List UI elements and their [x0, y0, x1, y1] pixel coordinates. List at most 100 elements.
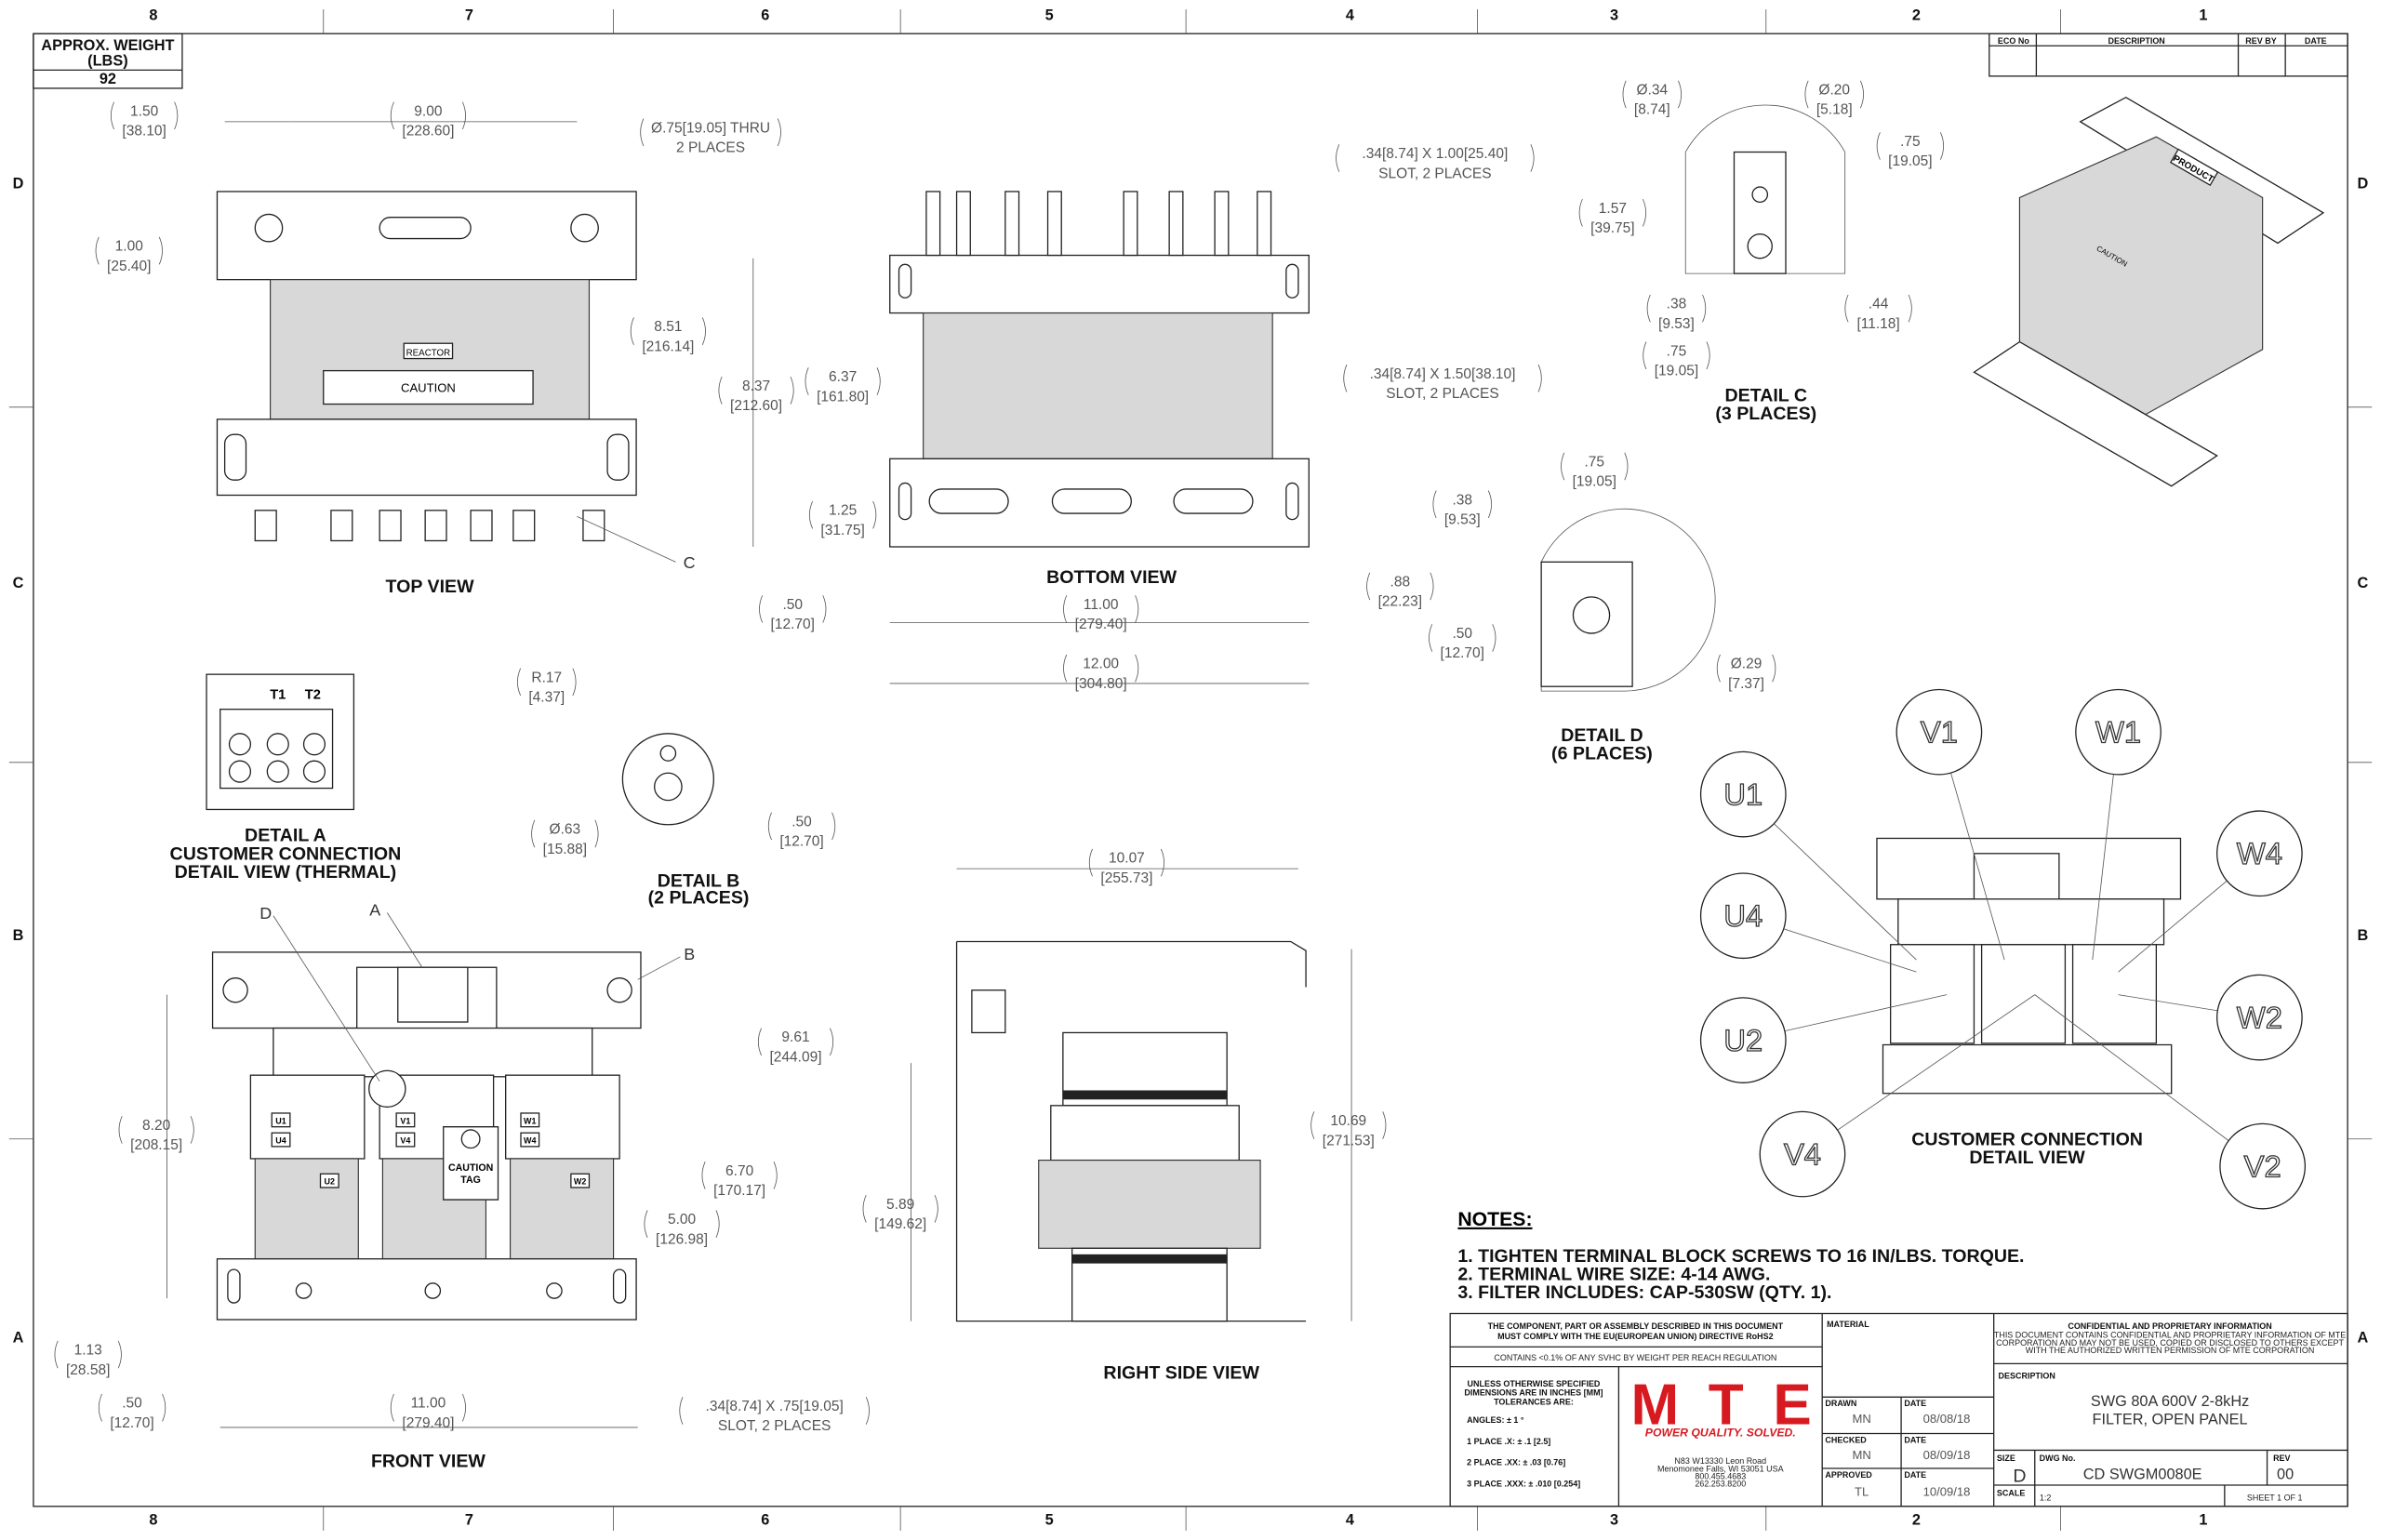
border-row-label: B: [13, 927, 24, 944]
dimension-secondary: [11.18]: [1856, 316, 1899, 332]
rohs-line1: THE COMPONENT, PART OR ASSEMBLY DESCRIBE…: [1488, 1321, 1784, 1331]
reactor-label: REACTOR: [406, 348, 451, 358]
terminal-bubble-label: W4: [2237, 836, 2282, 870]
dimension-secondary: [22.23]: [1378, 594, 1422, 610]
dimension-secondary: [161.80]: [817, 389, 869, 405]
border-column-label: 7: [465, 7, 473, 23]
terminal-label: U4: [275, 1136, 286, 1146]
terminal-bubble-label: U2: [1723, 1023, 1762, 1057]
border-row-label: C: [13, 575, 24, 591]
weight-value: 92: [100, 71, 116, 87]
dimension-secondary: [7.37]: [1728, 676, 1764, 692]
detail-a-t2: T2: [305, 687, 321, 702]
dimension-secondary: [4.37]: [528, 690, 565, 706]
note-3: 3. FILTER INCLUDES: CAP-530SW (QTY. 1).: [1457, 1282, 1831, 1303]
approved-label: APPROVED: [1825, 1470, 1872, 1480]
terminal-bubble: [2219, 1122, 2307, 1210]
dimension-value: .38: [1452, 492, 1472, 508]
dimension-secondary: 2 PLACES: [676, 140, 745, 156]
callout-b: B: [684, 945, 695, 963]
material-label: MATERIAL: [1827, 1320, 1869, 1329]
drawing-frame: [33, 33, 2348, 1507]
terminal-bubble: [2075, 688, 2162, 776]
detail-a: T1 T2 DETAIL A CUSTOMER CONNECTION DETAI…: [170, 673, 401, 883]
dimension-value: .50: [791, 814, 812, 830]
rev-header-revby: REV BY: [2245, 36, 2276, 46]
terminal-bubble-label: V4: [1784, 1136, 1821, 1171]
tolerance-line1: UNLESS OTHERWISE SPECIFIED: [1468, 1379, 1601, 1388]
dimension-value: 8.37: [742, 378, 770, 394]
drawn-date: 08/08/18: [1923, 1412, 1971, 1426]
tolerance-line3: TOLERANCES ARE:: [1494, 1397, 1574, 1406]
approved-date: 10/09/18: [1923, 1484, 1971, 1498]
bottom-view: BOTTOM VIEW: [889, 191, 1310, 588]
dimension-secondary: [12.70]: [110, 1415, 153, 1431]
detail-c-subtitle: (3 PLACES): [1715, 404, 1816, 424]
tolerance-3place: 3 PLACE .XXX: ± .010 [0.254]: [1467, 1480, 1580, 1489]
confidential-title: CONFIDENTIAL AND PROPRIETARY INFORMATION: [2068, 1321, 2271, 1331]
drawn-date-label: DATE: [1904, 1399, 1926, 1408]
caution-tag-line1: CAUTION: [448, 1162, 493, 1174]
dimension-secondary: [12.70]: [1441, 645, 1484, 661]
rev-header-date: DATE: [2305, 36, 2327, 46]
weight-box: APPROX. WEIGHT (LBS) 92: [33, 33, 183, 89]
dimension-secondary: [9.53]: [1444, 512, 1481, 528]
terminal-bubble-label: W1: [2095, 715, 2141, 750]
terminal-label: U2: [325, 1177, 335, 1187]
dimension-secondary: [38.10]: [122, 124, 166, 139]
confidential-line1: THIS DOCUMENT CONTAINS CONFIDENTIAL AND …: [1994, 1331, 2346, 1340]
border-row-label: C: [2358, 575, 2369, 591]
rev-header-eco: ECO No: [1998, 36, 2029, 46]
description-line2: FILTER, OPEN PANEL: [2093, 1412, 2248, 1428]
dimension-value: Ø.34: [1637, 82, 1669, 98]
detail-b-title: DETAIL B: [658, 871, 739, 892]
detail-d-subtitle: (6 PLACES): [1551, 744, 1653, 764]
sheet-number: SHEET 1 OF 1: [2247, 1493, 2303, 1502]
dimension-value: 6.70: [725, 1163, 754, 1179]
dimension-value: 9.61: [781, 1029, 809, 1045]
dimension-value: 1.13: [74, 1343, 102, 1359]
revision-table: ECO No DESCRIPTION REV BY DATE: [1989, 33, 2348, 77]
dimension-value: 9.00: [414, 103, 443, 119]
dimension-secondary: [28.58]: [66, 1362, 110, 1378]
dimension-secondary: [5.18]: [1816, 102, 1853, 118]
terminal-label: W4: [524, 1136, 536, 1146]
dimension-secondary: [126.98]: [656, 1231, 708, 1247]
dimension-secondary: [25.40]: [107, 259, 151, 274]
dimension-value: .75: [1900, 134, 1921, 150]
tolerance-2place: 2 PLACE .XX: ± .03 [0.76]: [1467, 1458, 1565, 1467]
border-column-label: 7: [465, 1511, 473, 1528]
size-label: SIZE: [1997, 1454, 2015, 1463]
border-column-label: 8: [149, 7, 157, 23]
note-2: 2. TERMINAL WIRE SIZE: 4-14 AWG.: [1457, 1265, 1770, 1285]
dimension-value: .75: [1667, 343, 1687, 359]
dimension-value: 1.25: [829, 503, 857, 519]
dimension-value: 8.20: [142, 1118, 171, 1134]
dimension-secondary: [279.40]: [402, 1415, 454, 1431]
dimension-secondary: [19.05]: [1888, 153, 1932, 169]
terminal-bubble: [1895, 688, 1983, 776]
right-side-view-title: RIGHT SIDE VIEW: [1103, 1363, 1259, 1384]
terminal-label: W1: [524, 1116, 536, 1125]
terminal-bubble: [1759, 1110, 1846, 1198]
dimension-secondary: [212.60]: [730, 398, 782, 414]
front-view-title: FRONT VIEW: [371, 1451, 486, 1471]
note-1: 1. TIGHTEN TERMINAL BLOCK SCREWS TO 16 I…: [1457, 1246, 2024, 1267]
dimension-value: .38: [1667, 297, 1687, 312]
dimension-secondary: [39.75]: [1590, 220, 1634, 236]
terminal-label: V1: [400, 1116, 410, 1125]
dimension-secondary: [15.88]: [543, 842, 587, 857]
dimension-secondary: [279.40]: [1075, 617, 1127, 632]
border-column-label: 1: [2199, 1511, 2207, 1528]
checked-date: 08/09/18: [1923, 1448, 1971, 1462]
border-column-label: 2: [1912, 7, 1921, 23]
rev-label: REV: [2273, 1454, 2290, 1463]
dimension-value: .75: [1585, 454, 1605, 470]
dimension-secondary: SLOT, 2 PLACES: [1386, 386, 1498, 402]
border-row-label: D: [2358, 176, 2369, 192]
callout-a: A: [369, 901, 380, 920]
border-column-label: 1: [2199, 7, 2207, 23]
dimension-secondary: [12.70]: [779, 834, 823, 850]
border-column-label: 2: [1912, 1511, 1921, 1528]
